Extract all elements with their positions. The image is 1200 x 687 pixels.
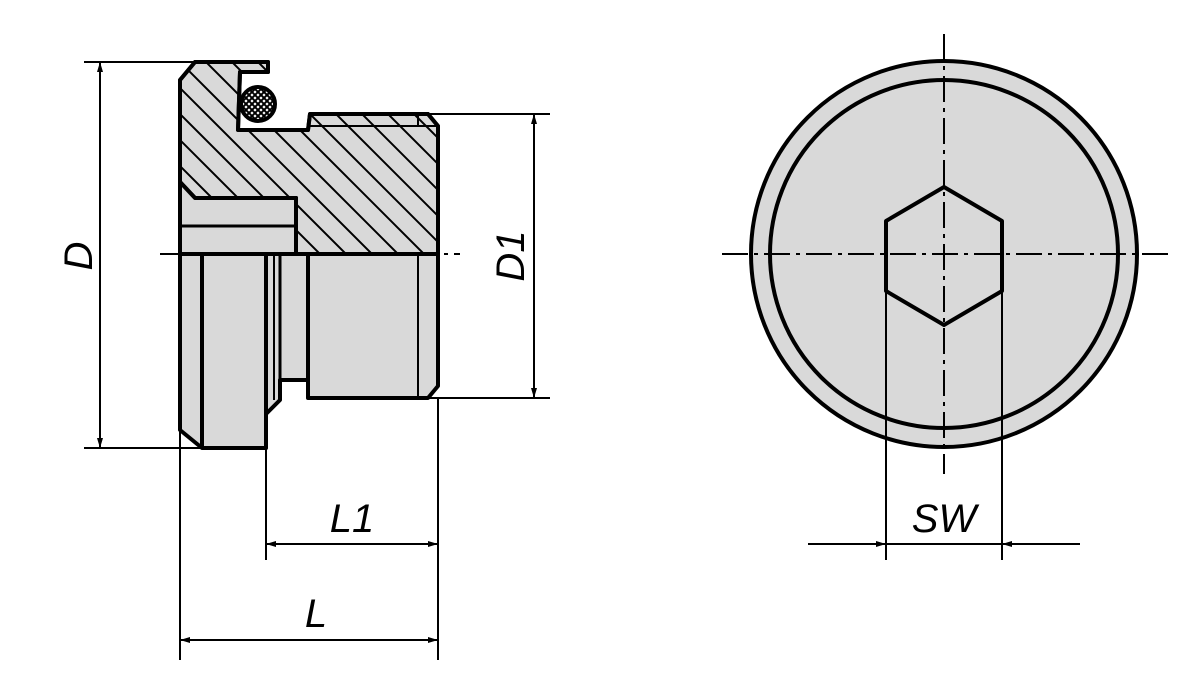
label-L1: L1 (330, 497, 375, 541)
dimension-SW: SW (808, 291, 1080, 560)
dimension-D: D (57, 61, 202, 449)
label-D: D (57, 242, 101, 271)
end-view: SW (722, 34, 1168, 560)
dimension-D1: D1 (428, 113, 550, 399)
o-ring (239, 85, 277, 123)
label-SW: SW (912, 497, 980, 541)
plug-lower-half (178, 252, 440, 450)
label-L: L (305, 592, 327, 636)
dimension-L1: L1 (265, 398, 439, 660)
label-D1: D1 (489, 230, 533, 281)
dimension-L: L (179, 430, 438, 660)
side-view: D D1 L1 L (57, 60, 550, 660)
